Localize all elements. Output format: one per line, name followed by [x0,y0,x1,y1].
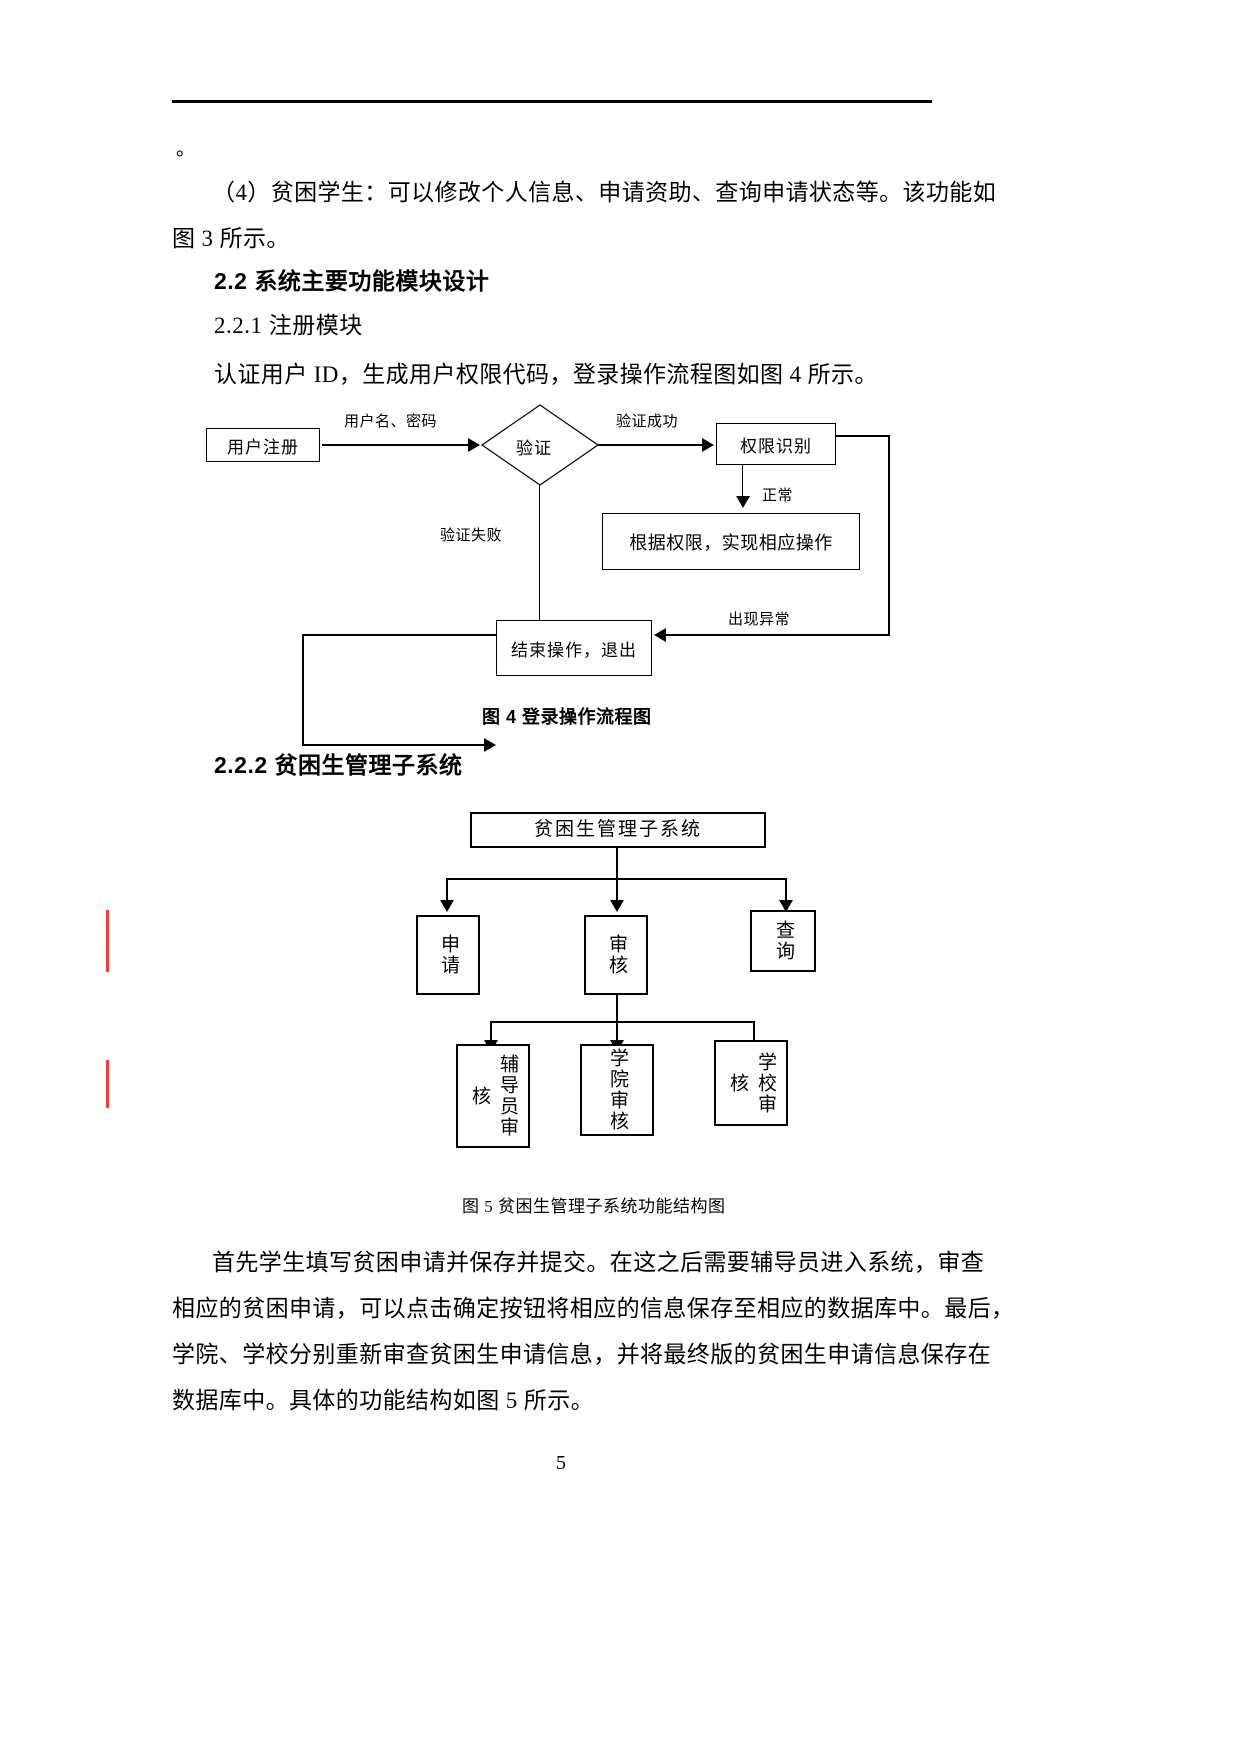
struct-review-stem [616,995,618,1023]
flow-edge-success-line [598,444,706,446]
struct-node-apply: 申请 [416,915,480,995]
flow-exception-bottom-line [666,634,890,636]
struct-node-root: 贫困生管理子系统 [470,812,766,848]
flow-label-verify-fail: 验证失败 [440,527,503,544]
struct-drop-2 [616,878,618,906]
change-bar-1 [106,910,109,972]
struct-node-review: 审核 [584,915,648,995]
figure-4-caption: 图 4 登录操作流程图 [482,707,652,727]
flow-node-end-exit: 结束操作，退出 [496,620,652,676]
stray-mark: 。 [176,139,196,160]
struct-drop-4 [490,1021,492,1047]
flow-arrow-into-end [484,738,496,752]
heading-2-2: 2.2 系统主要功能模块设计 [214,268,490,294]
flow-arrow-to-auth [702,438,714,452]
flow-edge-credentials-line [322,444,470,446]
flow-return-left-line [302,634,304,746]
flow-label-normal: 正常 [762,487,794,504]
struct-bus-segment [616,848,618,880]
paragraph-1-line-1: （4）贫困学生：可以修改个人信息、申请资助、查询申请状态等。该功能如 [212,180,997,205]
flow-label-exception: 出现异常 [728,611,791,628]
flow-decision-label: 验证 [516,439,552,458]
struct-bus-2 [490,1021,754,1023]
flow-arrow-to-decision [468,438,480,452]
flow-label-credentials: 用户名、密码 [344,413,438,430]
figure-5-structure-chart: 贫困生管理子系统 申请 审核 查询 辅导员审核 学院审核 学校审核 [0,0,1240,1148]
flow-exception-right-line [888,435,890,635]
heading-2-2-2: 2.2.2 贫困生管理子系统 [214,752,463,778]
struct-arrow-1 [440,900,454,912]
heading-2-2-1: 2.2.1 注册模块 [214,313,363,338]
page-number: 5 [556,1452,566,1474]
struct-drop-1 [446,878,448,906]
struct-drop-5 [616,1021,618,1047]
flow-node-user-registration: 用户注册 [206,428,320,462]
change-bar-2 [106,1060,109,1108]
figure-5-caption: 图 5 贫困生管理子系统功能结构图 [462,1197,726,1216]
flow-edge-normal-line [742,465,743,501]
flow-node-perform-operation: 根据权限，实现相应操作 [602,513,860,570]
struct-arrow-2 [610,900,624,912]
paragraph-3-line-4: 数据库中。具体的功能结构如图 5 所示。 [172,1388,594,1413]
flow-return-into-end-line [302,744,488,746]
flow-decision-diamond [480,404,600,486]
flow-arrow-exception [654,628,666,642]
struct-node-query: 查询 [750,910,816,972]
header-rule [172,100,932,103]
flow-return-bottom-line [302,644,304,646]
flow-return-top-line [302,634,540,636]
paragraph-3-line-1: 首先学生填写贫困申请并保存并提交。在这之后需要辅导员进入系统，审查 [212,1250,985,1275]
paragraph-2: 认证用户 ID，生成用户权限代码，登录操作流程图如图 4 所示。 [214,362,878,387]
paragraph-1-line-2: 图 3 所示。 [172,226,290,251]
flow-arrow-normal [736,496,750,508]
struct-drop-3 [785,878,787,906]
flow-node-permission-identify: 权限识别 [716,423,836,465]
struct-arrow-3 [779,900,793,912]
flow-label-verify-success: 验证成功 [616,413,679,430]
struct-drop-6 [753,1021,755,1047]
figure-4-login-flowchart: 用户注册 用户名、密码 验证 验证成功 权限识别 正常 根据权限，实现相应操作 … [0,0,1240,752]
struct-node-counselor-review: 辅导员审核 [456,1044,530,1148]
flow-edge-fail-line [539,485,540,635]
struct-node-college-review: 学院审核 [580,1044,654,1136]
flow-exception-top-line [836,435,890,437]
paragraph-3-line-2: 相应的贫困申请，可以点击确定按钮将相应的信息保存至相应的数据库中。最后， [172,1296,1015,1321]
paragraph-3-line-3: 学院、学校分别重新审查贫困生申请信息，并将最终版的贫困生申请信息保存在 [172,1342,991,1367]
struct-node-school-review: 学校审核 [714,1040,788,1126]
